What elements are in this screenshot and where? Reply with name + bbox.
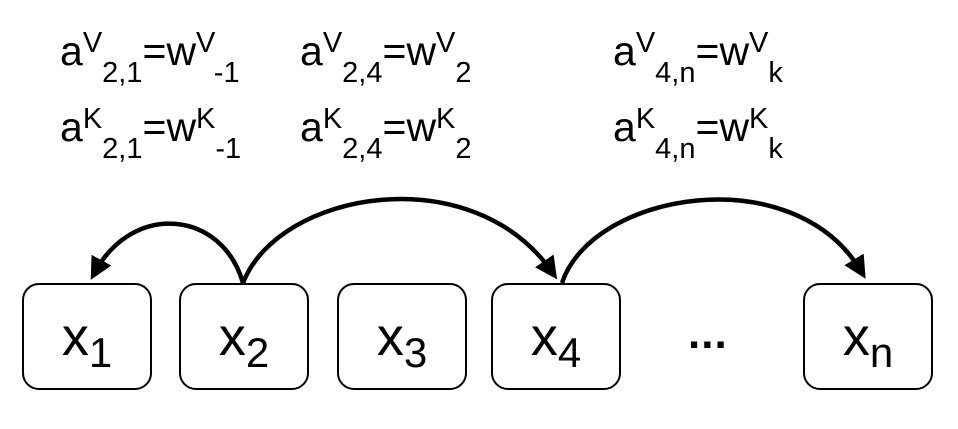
lhs-base: a [60,104,83,150]
rhs-subscript: -1 [213,57,240,89]
lhs-superscript: V [82,27,103,59]
rhs-subscript: k [768,57,783,89]
arrow-x4-to-xn [559,197,866,284]
token-subscript: 3 [403,328,428,376]
rhs-base: w [166,104,197,150]
token-subscript: 1 [88,328,113,376]
token-subscript: 2 [245,328,270,376]
equation-a-k-2-4: aK2,4=wK2 [300,103,472,165]
arrow-x2-to-x4 [240,196,558,284]
token-base: x [530,306,558,367]
rhs-subscript: 2 [455,133,472,165]
lhs-subscript: 2,4 [342,133,383,165]
lhs-base: a [300,28,323,74]
rhs-superscript: V [436,27,456,59]
rhs-base: w [406,104,437,150]
rhs-base: w [166,28,197,74]
equation-a-v-2-1: aV2,1=wV-1 [60,27,240,89]
equals-sign: = [382,28,407,74]
rhs-base: w [719,104,750,150]
lhs-base: a [613,28,636,74]
rhs-superscript: K [196,103,216,135]
lhs-superscript: K [322,103,343,135]
equation-a-v-2-4: aV2,4=wV2 [300,27,472,89]
rhs-superscript: K [749,103,769,135]
rhs-superscript: V [196,27,214,59]
rhs-superscript: V [749,27,769,59]
equals-sign: = [695,28,720,74]
lhs-subscript: 2,4 [342,57,383,89]
token-base: x [842,306,870,367]
token-base: x [218,306,246,367]
equals-sign: = [382,104,407,150]
rhs-base: w [719,28,750,74]
equals-sign: = [142,104,167,150]
equation-a-k-4-n: aK4,n=wKk [613,103,783,165]
lhs-subscript: 4,n [655,57,696,89]
rhs-subscript: -1 [215,133,242,165]
lhs-superscript: K [82,103,103,135]
lhs-subscript: 2,1 [102,133,143,165]
lhs-superscript: V [322,27,343,59]
rhs-superscript: K [436,103,456,135]
sequence-ellipsis: ... [688,309,728,358]
lhs-superscript: K [635,103,656,135]
token-base: x [376,306,404,367]
token-subscript: 4 [557,328,582,376]
lhs-base: a [60,28,83,74]
equation-a-k-2-1: aK2,1=wK-1 [60,103,241,165]
equation-a-v-4-n: aV4,n=wVk [613,27,783,89]
rhs-subscript: k [768,133,783,165]
lhs-base: a [300,104,323,150]
lhs-superscript: V [635,27,656,59]
rhs-subscript: 2 [455,57,472,89]
equals-sign: = [695,104,720,150]
lhs-base: a [613,104,636,150]
equals-sign: = [142,28,167,74]
arrow-x2-to-x1 [90,221,246,284]
rhs-base: w [406,28,437,74]
lhs-subscript: 2,1 [102,57,143,89]
token-base: x [61,306,89,367]
lhs-subscript: 4,n [655,133,696,165]
token-subscript: n [869,328,894,376]
